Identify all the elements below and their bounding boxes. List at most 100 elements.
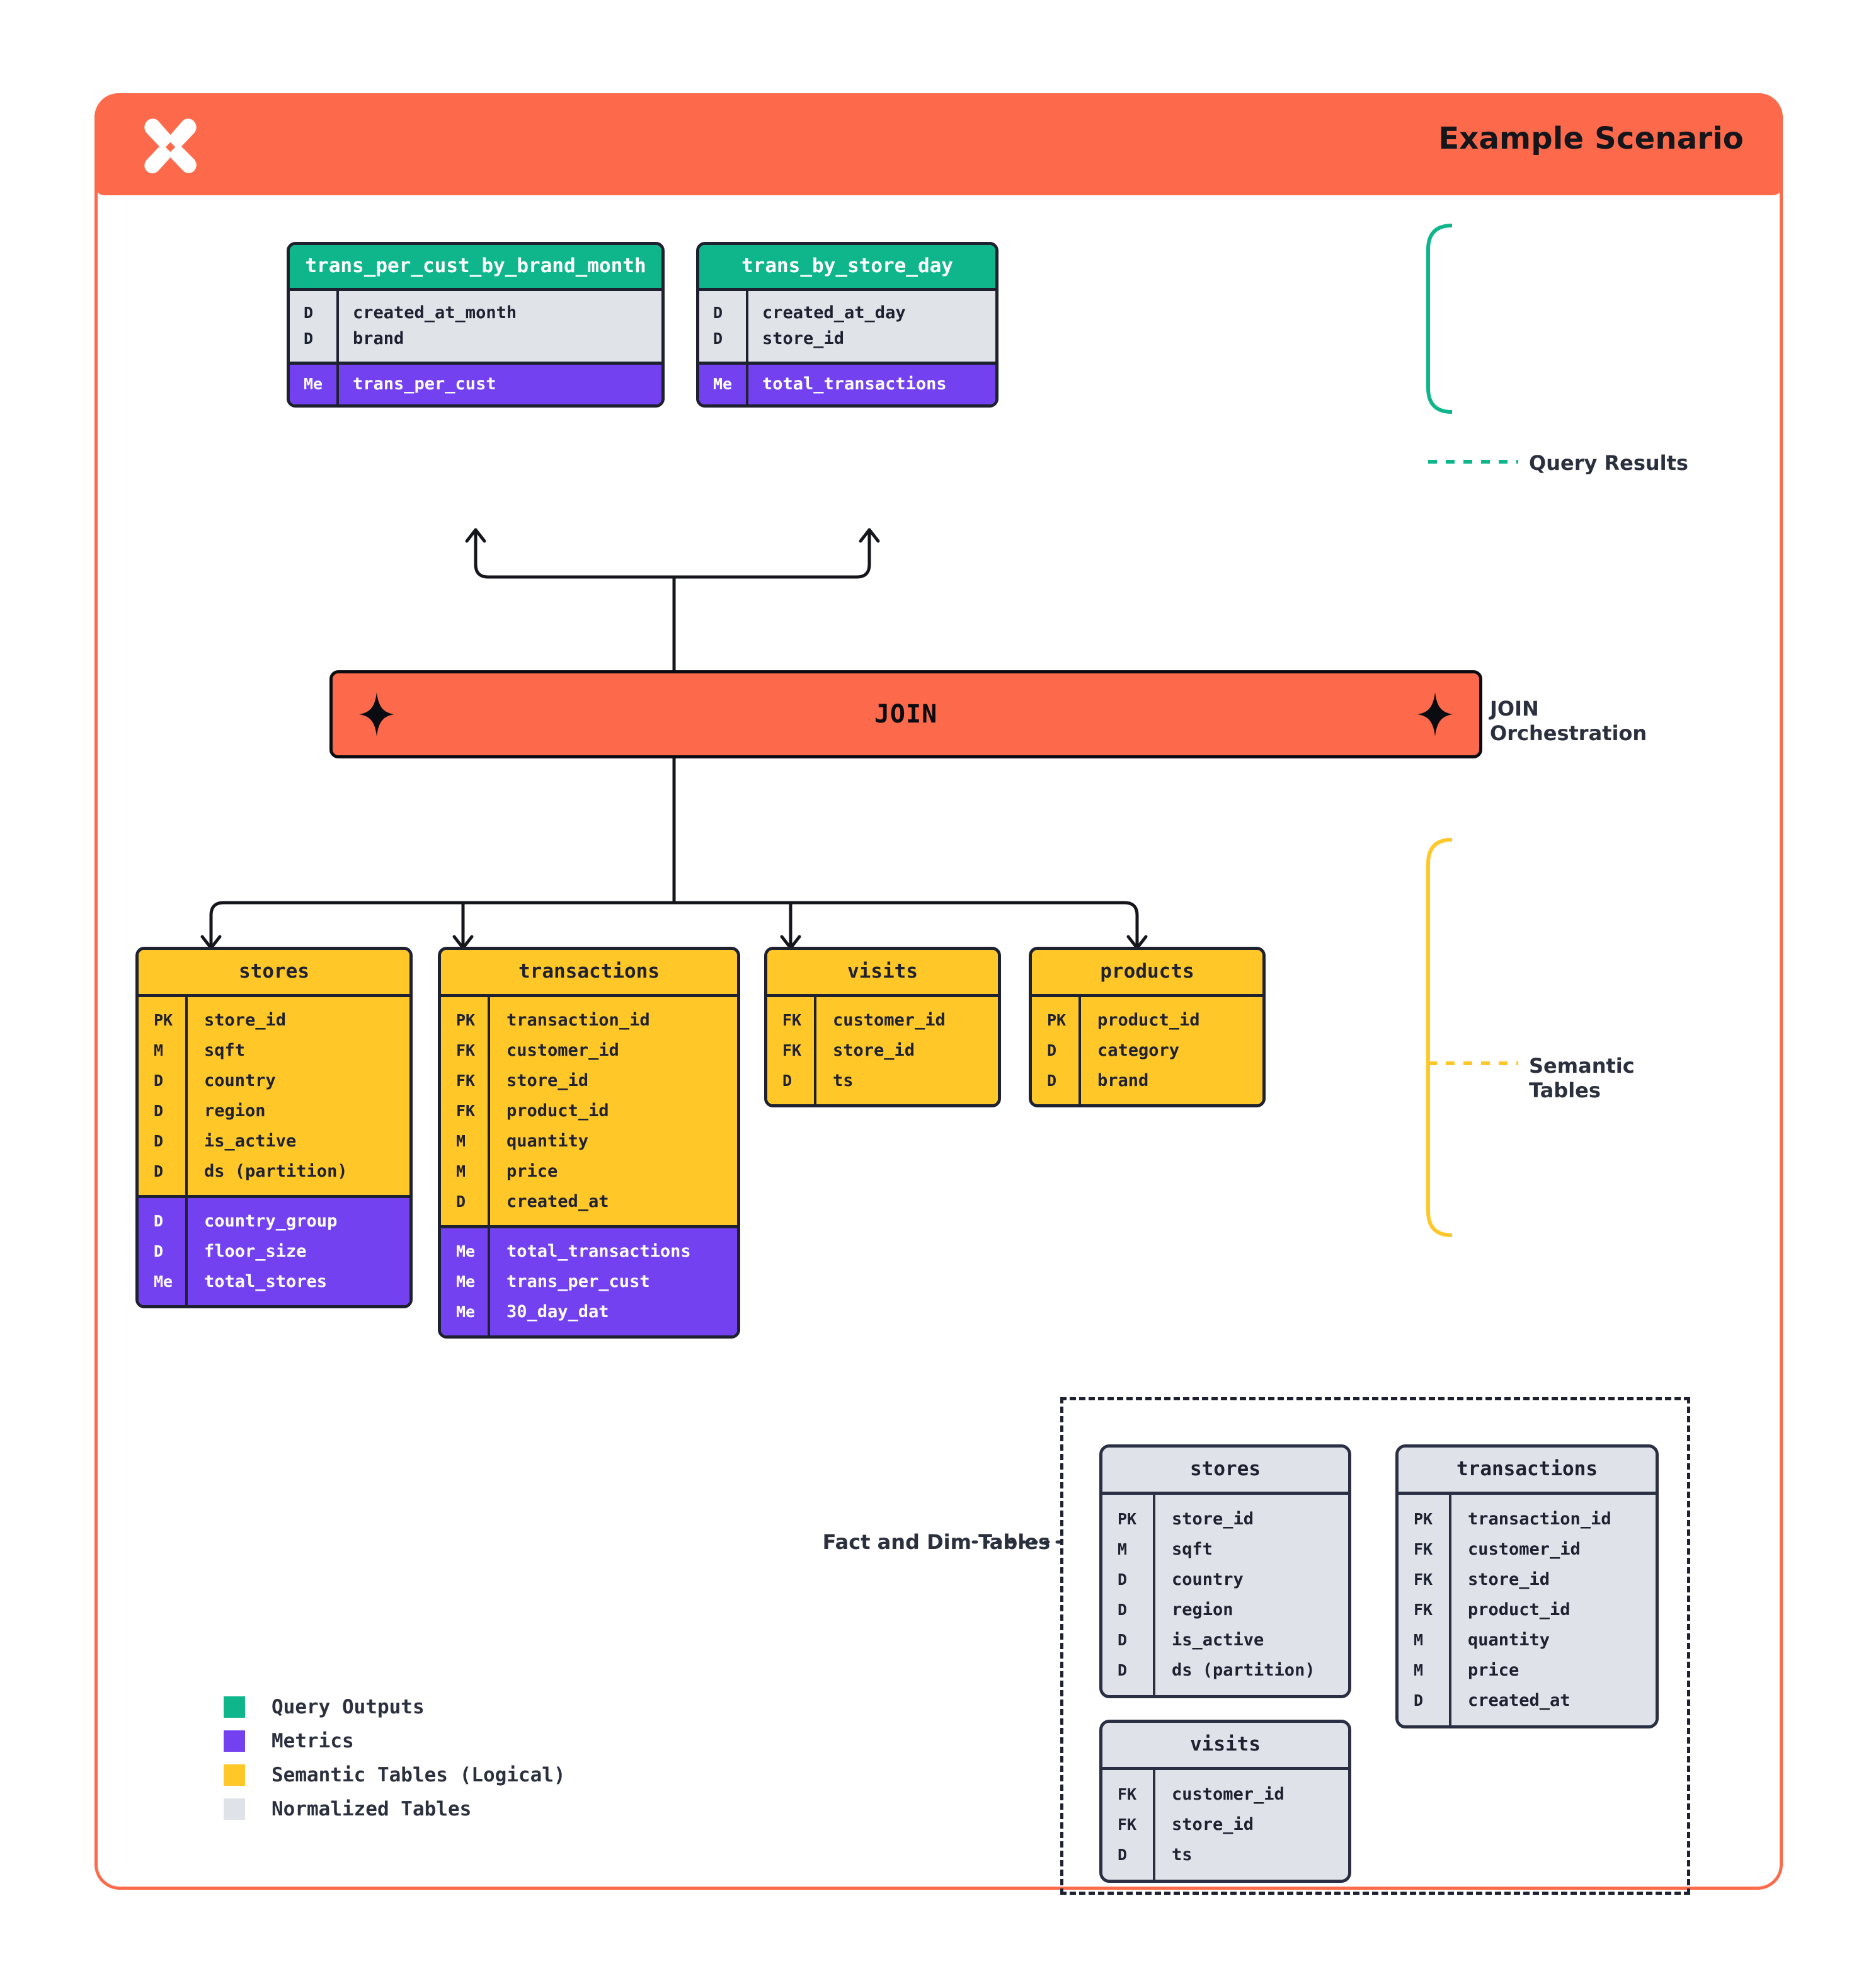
- legend-item: Query Outputs: [224, 1690, 566, 1724]
- row-field: created_at: [1468, 1690, 1571, 1710]
- table-row: D created_at_month: [290, 300, 661, 326]
- row-field: ds (partition): [204, 1161, 348, 1181]
- row-field: category: [1097, 1040, 1180, 1060]
- legend-label: Semantic Tables (Logical): [272, 1764, 566, 1786]
- row-field: total_transactions: [762, 374, 947, 394]
- query-result-table-0[interactable]: trans_per_cust_by_brand_month D created_…: [287, 242, 665, 408]
- row-field: brand: [353, 329, 404, 348]
- column-divider: [746, 291, 748, 362]
- legend-label: Metrics: [272, 1730, 354, 1752]
- table-row: Me total_transactions: [441, 1236, 737, 1266]
- column-divider: [1079, 997, 1081, 1104]
- table-row: FK customer_id: [1399, 1534, 1656, 1564]
- row-tag: D: [1118, 1630, 1128, 1649]
- row-tag: Me: [456, 1272, 476, 1291]
- row-field: quantity: [506, 1131, 589, 1151]
- column-divider: [336, 365, 339, 404]
- row-tag: FK: [1118, 1815, 1137, 1834]
- row-tag: Me: [456, 1242, 476, 1260]
- row-tag: D: [1047, 1041, 1057, 1060]
- x-logo-icon: [144, 118, 197, 174]
- label-fact-dim-tables: Fact and Dim Tables: [822, 1530, 1050, 1554]
- row-field: store_id: [762, 329, 845, 348]
- row-field: region: [204, 1100, 266, 1121]
- row-tag: M: [1118, 1540, 1128, 1558]
- row-field: total_transactions: [506, 1241, 691, 1261]
- column-divider: [814, 997, 816, 1104]
- row-tag: Me: [713, 375, 733, 393]
- legend: Query Outputs Metrics Semantic Tables (L…: [224, 1690, 566, 1826]
- row-tag: M: [456, 1131, 466, 1150]
- card-header: Example Scenario: [94, 93, 1783, 195]
- row-field: created_at_day: [762, 303, 906, 323]
- column-divider: [488, 997, 490, 1225]
- table-title: transactions: [1399, 1448, 1656, 1495]
- row-field: sqft: [204, 1040, 246, 1060]
- row-tag: D: [782, 1071, 792, 1090]
- row-field: created_at_month: [353, 303, 517, 323]
- row-field: product_id: [1468, 1599, 1571, 1620]
- row-tag: D: [1118, 1845, 1128, 1864]
- row-field: trans_per_cust: [353, 374, 496, 394]
- column-divider: [336, 291, 339, 362]
- row-field: sqft: [1172, 1539, 1213, 1559]
- legend-item: Metrics: [224, 1724, 566, 1758]
- column-divider: [1449, 1495, 1451, 1725]
- column-divider: [488, 1228, 490, 1335]
- row-tag: D: [154, 1242, 164, 1260]
- row-field: ts: [1172, 1844, 1193, 1865]
- sparkle-icon: [359, 692, 394, 736]
- table-row: D store_id: [699, 326, 995, 351]
- row-tag: FK: [782, 1041, 802, 1060]
- row-field: created_at: [506, 1191, 609, 1211]
- table-title: trans_by_store_day: [699, 245, 995, 291]
- column-divider: [1153, 1770, 1155, 1880]
- row-tag: FK: [1414, 1570, 1433, 1589]
- legend-label: Normalized Tables: [272, 1798, 472, 1820]
- join-orchestration-bar[interactable]: JOIN: [329, 670, 1482, 758]
- row-tag: D: [1118, 1660, 1128, 1679]
- row-tag: PK: [1118, 1509, 1137, 1528]
- row-field: quantity: [1468, 1630, 1550, 1650]
- row-tag: FK: [456, 1071, 476, 1090]
- label-line-2: Tables: [1529, 1078, 1601, 1103]
- query-result-table-1[interactable]: trans_by_store_day D created_at_day D st…: [696, 242, 998, 408]
- row-field: customer_id: [1468, 1539, 1581, 1559]
- row-tag: FK: [1414, 1540, 1433, 1558]
- row-field: brand: [1097, 1070, 1149, 1090]
- legend-swatch-normalized-tables: [224, 1798, 245, 1820]
- table-row: D brand: [290, 326, 661, 351]
